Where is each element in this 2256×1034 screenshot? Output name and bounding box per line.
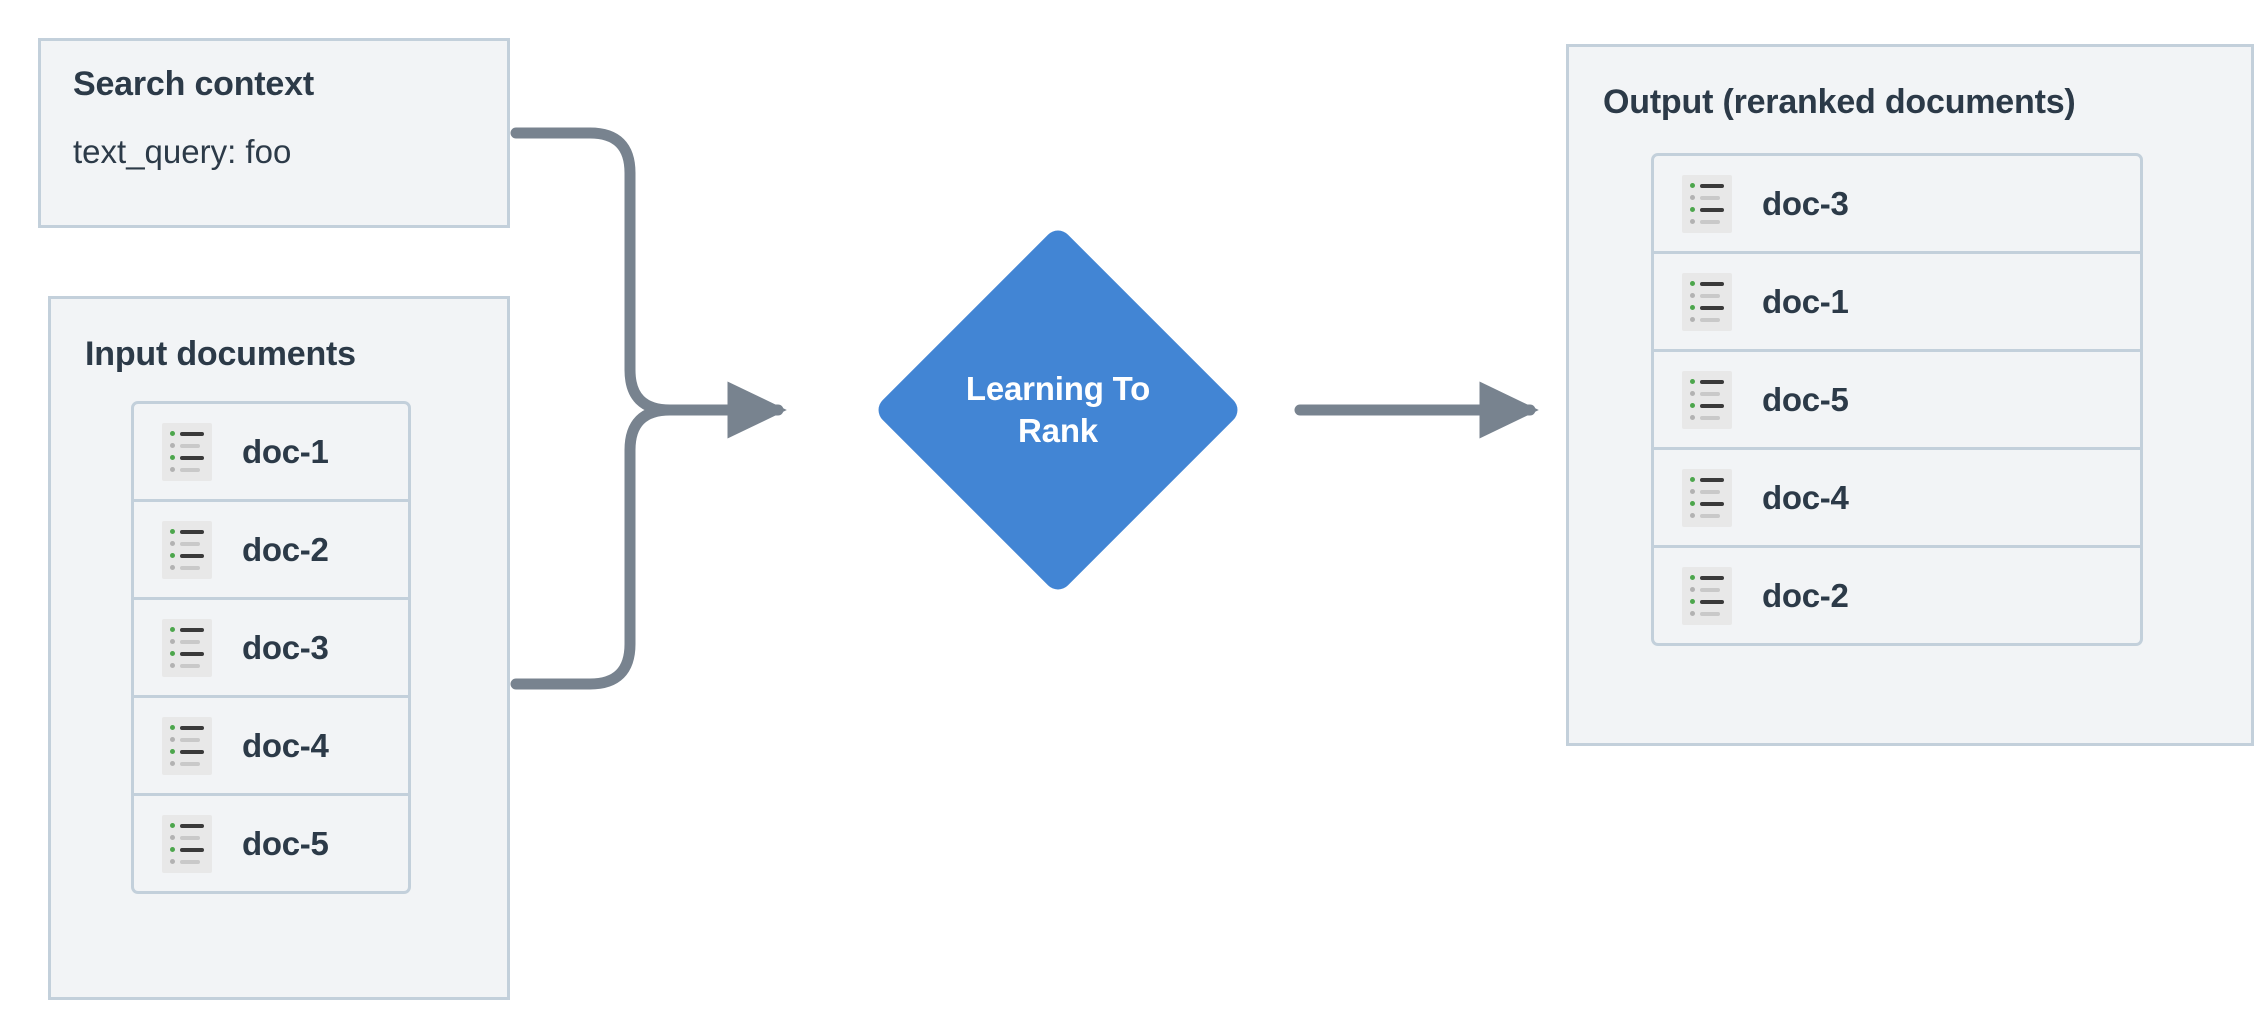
- list-item[interactable]: doc-3: [1651, 153, 2143, 254]
- output-item-label: doc-1: [1762, 282, 1849, 320]
- input_documents-item-label: doc-4: [242, 726, 329, 764]
- document-list-icon: [162, 618, 212, 677]
- input_documents-item-label: doc-2: [242, 530, 329, 568]
- output-document-list: doc-3 doc-1 doc-5 doc-4 doc-2: [1651, 153, 2143, 646]
- input_documents-item-label: doc-5: [242, 824, 329, 862]
- document-list-icon: [1682, 174, 1732, 233]
- output-item-label: doc-4: [1762, 478, 1849, 516]
- document-list-icon: [162, 814, 212, 873]
- list-item[interactable]: doc-3: [131, 597, 411, 698]
- list-item[interactable]: doc-2: [1651, 545, 2143, 646]
- learning-to-rank-node[interactable]: Learning To Rank: [822, 224, 1294, 596]
- list-item[interactable]: doc-4: [1651, 447, 2143, 548]
- search-context-value: text_query: foo: [73, 133, 292, 170]
- list-item[interactable]: doc-1: [1651, 251, 2143, 352]
- connector-input-documents-to-ltr: [510, 404, 706, 690]
- list-item[interactable]: doc-4: [131, 695, 411, 796]
- list-item[interactable]: doc-1: [131, 401, 411, 502]
- document-list-icon: [162, 520, 212, 579]
- input-document-list: doc-1 doc-2 doc-3 doc-4 doc-5: [131, 401, 411, 894]
- input_documents-item-label: doc-3: [242, 628, 329, 666]
- learning-to-rank-label: Learning To Rank: [965, 369, 1151, 449]
- document-list-icon: [1682, 272, 1732, 331]
- connector-search-context-to-ltr: [510, 127, 706, 416]
- output-item-label: doc-3: [1762, 184, 1849, 222]
- output-item-label: doc-5: [1762, 380, 1849, 418]
- list-item[interactable]: doc-2: [131, 499, 411, 600]
- search-context-panel: Search context text_query: foo: [38, 38, 510, 228]
- list-item[interactable]: doc-5: [131, 793, 411, 894]
- input_documents-item-label: doc-1: [242, 432, 329, 470]
- input-documents-title: Input documents: [85, 335, 356, 373]
- document-list-icon: [1682, 468, 1732, 527]
- list-item[interactable]: doc-5: [1651, 349, 2143, 450]
- output-title: Output (reranked documents): [1603, 83, 2076, 121]
- document-list-icon: [162, 716, 212, 775]
- document-list-icon: [1682, 566, 1732, 625]
- output-item-label: doc-2: [1762, 576, 1849, 614]
- document-list-icon: [1682, 370, 1732, 429]
- document-list-icon: [162, 422, 212, 481]
- search-context-title: Search context: [73, 65, 314, 103]
